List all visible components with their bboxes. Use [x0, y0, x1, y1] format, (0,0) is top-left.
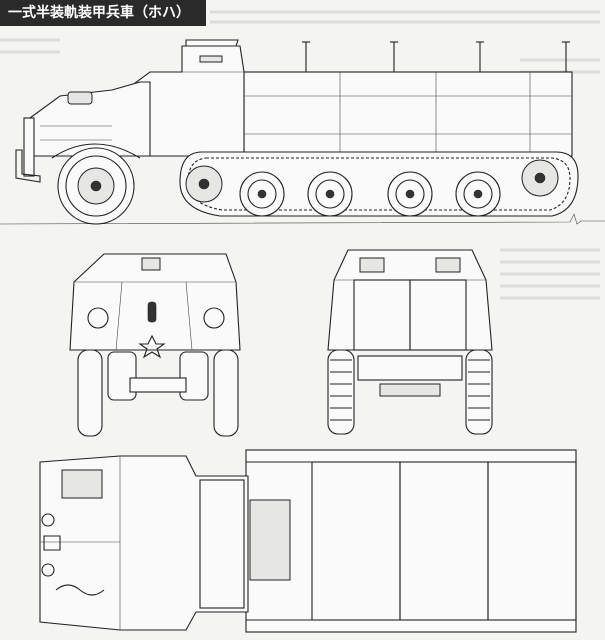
background-print-lines [0, 10, 600, 300]
canopy-bows [302, 41, 570, 72]
front-view [69, 253, 241, 437]
radiator-grille [23, 117, 35, 177]
side-view [0, 39, 605, 225]
cargo-bed-top [245, 449, 577, 633]
diagram-title: 一式半装軌装甲兵車（ホハ） [0, 0, 206, 26]
rear-view [327, 249, 493, 435]
ground-line [0, 213, 605, 225]
cab-top [39, 455, 249, 631]
top-view [39, 449, 577, 633]
cargo-body [243, 71, 573, 157]
front-bumper [15, 149, 41, 183]
front-wheel [57, 147, 135, 225]
track-assembly [179, 151, 579, 217]
